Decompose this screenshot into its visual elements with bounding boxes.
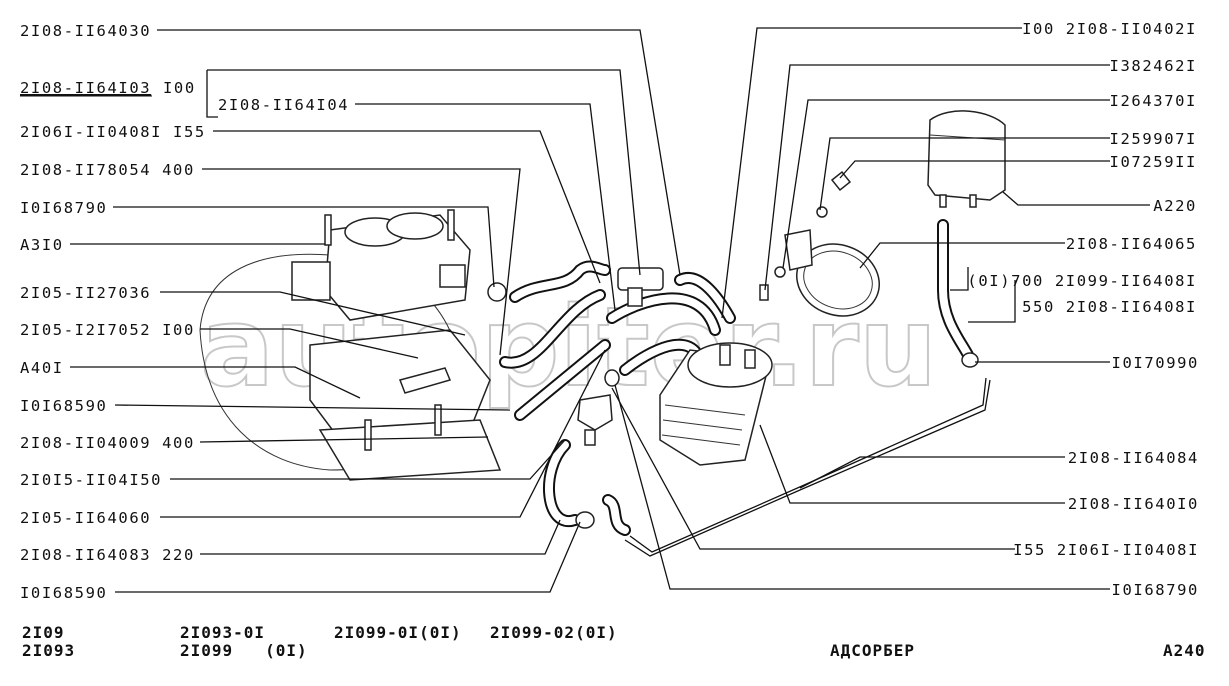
part-label: I0I68790: [1112, 581, 1199, 599]
part-label: 2I05-I2I7052 I00: [20, 321, 195, 339]
part-label: 2I08-II64065: [1066, 235, 1197, 253]
part-label: I0I68790: [20, 199, 107, 217]
part-label: A40I: [20, 359, 64, 377]
part-label: 2I08-II64083 220: [20, 546, 195, 564]
model-code: 2I099 (0I): [180, 641, 308, 660]
part-label: A3I0: [20, 236, 64, 254]
part-label: I00 2I08-II0402I: [1022, 20, 1197, 38]
part-label: I55 2I06I-II0408I: [1013, 541, 1199, 559]
part-label-underlined: 2I08-II64I03: [20, 79, 151, 97]
model-code: 2I099-02(0I): [490, 623, 618, 642]
part-label: 2I05-II27036: [20, 284, 151, 302]
part-label: A220: [1153, 197, 1197, 215]
left-labels: 2I08-II64030 2I08-II64I03 I00 2I08-II64I…: [20, 22, 349, 602]
right-labels: I00 2I08-II0402I I382462I I264370I I2599…: [967, 20, 1199, 599]
part-label: (0I)700 2I099-II6408I: [967, 272, 1197, 290]
model-code: 2I093: [22, 641, 75, 660]
part-label: I0I70990: [1112, 354, 1199, 372]
diagram-title: АДСОРБЕР: [830, 641, 915, 660]
part-label: I0I68590: [20, 584, 107, 602]
valve-drawing: [487, 267, 979, 529]
part-label: I0I68590: [20, 397, 107, 415]
part-label: 2I08-II04009 400: [20, 434, 195, 452]
part-label: I07259II: [1110, 153, 1197, 171]
adsorber-canister-drawing: [659, 342, 773, 466]
part-label: 2I08-II78054 400: [20, 161, 195, 179]
right-leader-lines: [611, 27, 1150, 590]
part-label: 550 2I08-II6408I: [1022, 298, 1197, 316]
footer: 2I09 2I093 2I093-0I 2I099 (0I) 2I099-0I(…: [22, 623, 1206, 660]
part-label: 2I06I-II0408I I55: [20, 123, 206, 141]
model-code: 2I093-0I: [180, 623, 265, 642]
left-leader-lines: [70, 29, 681, 593]
part-label: I264370I: [1110, 92, 1197, 110]
part-label: I259907I: [1110, 130, 1197, 148]
model-code: 2I09: [22, 623, 65, 642]
part-quantity: I00: [163, 79, 196, 97]
page-number: A240: [1163, 641, 1206, 660]
part-label: 2I08-II64I04: [218, 96, 349, 114]
carburetor-drawing: [199, 209, 502, 481]
model-code: 2I099-0I(0I): [334, 623, 462, 642]
part-label: 2I08-II640I0: [1068, 495, 1199, 513]
clamp-drawing: [759, 170, 880, 317]
part-label: 2I05-II64060: [20, 509, 151, 527]
part-label: 2I08-II64084: [1068, 449, 1199, 467]
part-label: 2I08-II64030: [20, 22, 151, 40]
part-label: I382462I: [1110, 57, 1197, 75]
hoses: [499, 219, 991, 557]
part-label: 2I0I5-II04I50: [20, 471, 162, 489]
reservoir-drawing: [927, 110, 1006, 208]
